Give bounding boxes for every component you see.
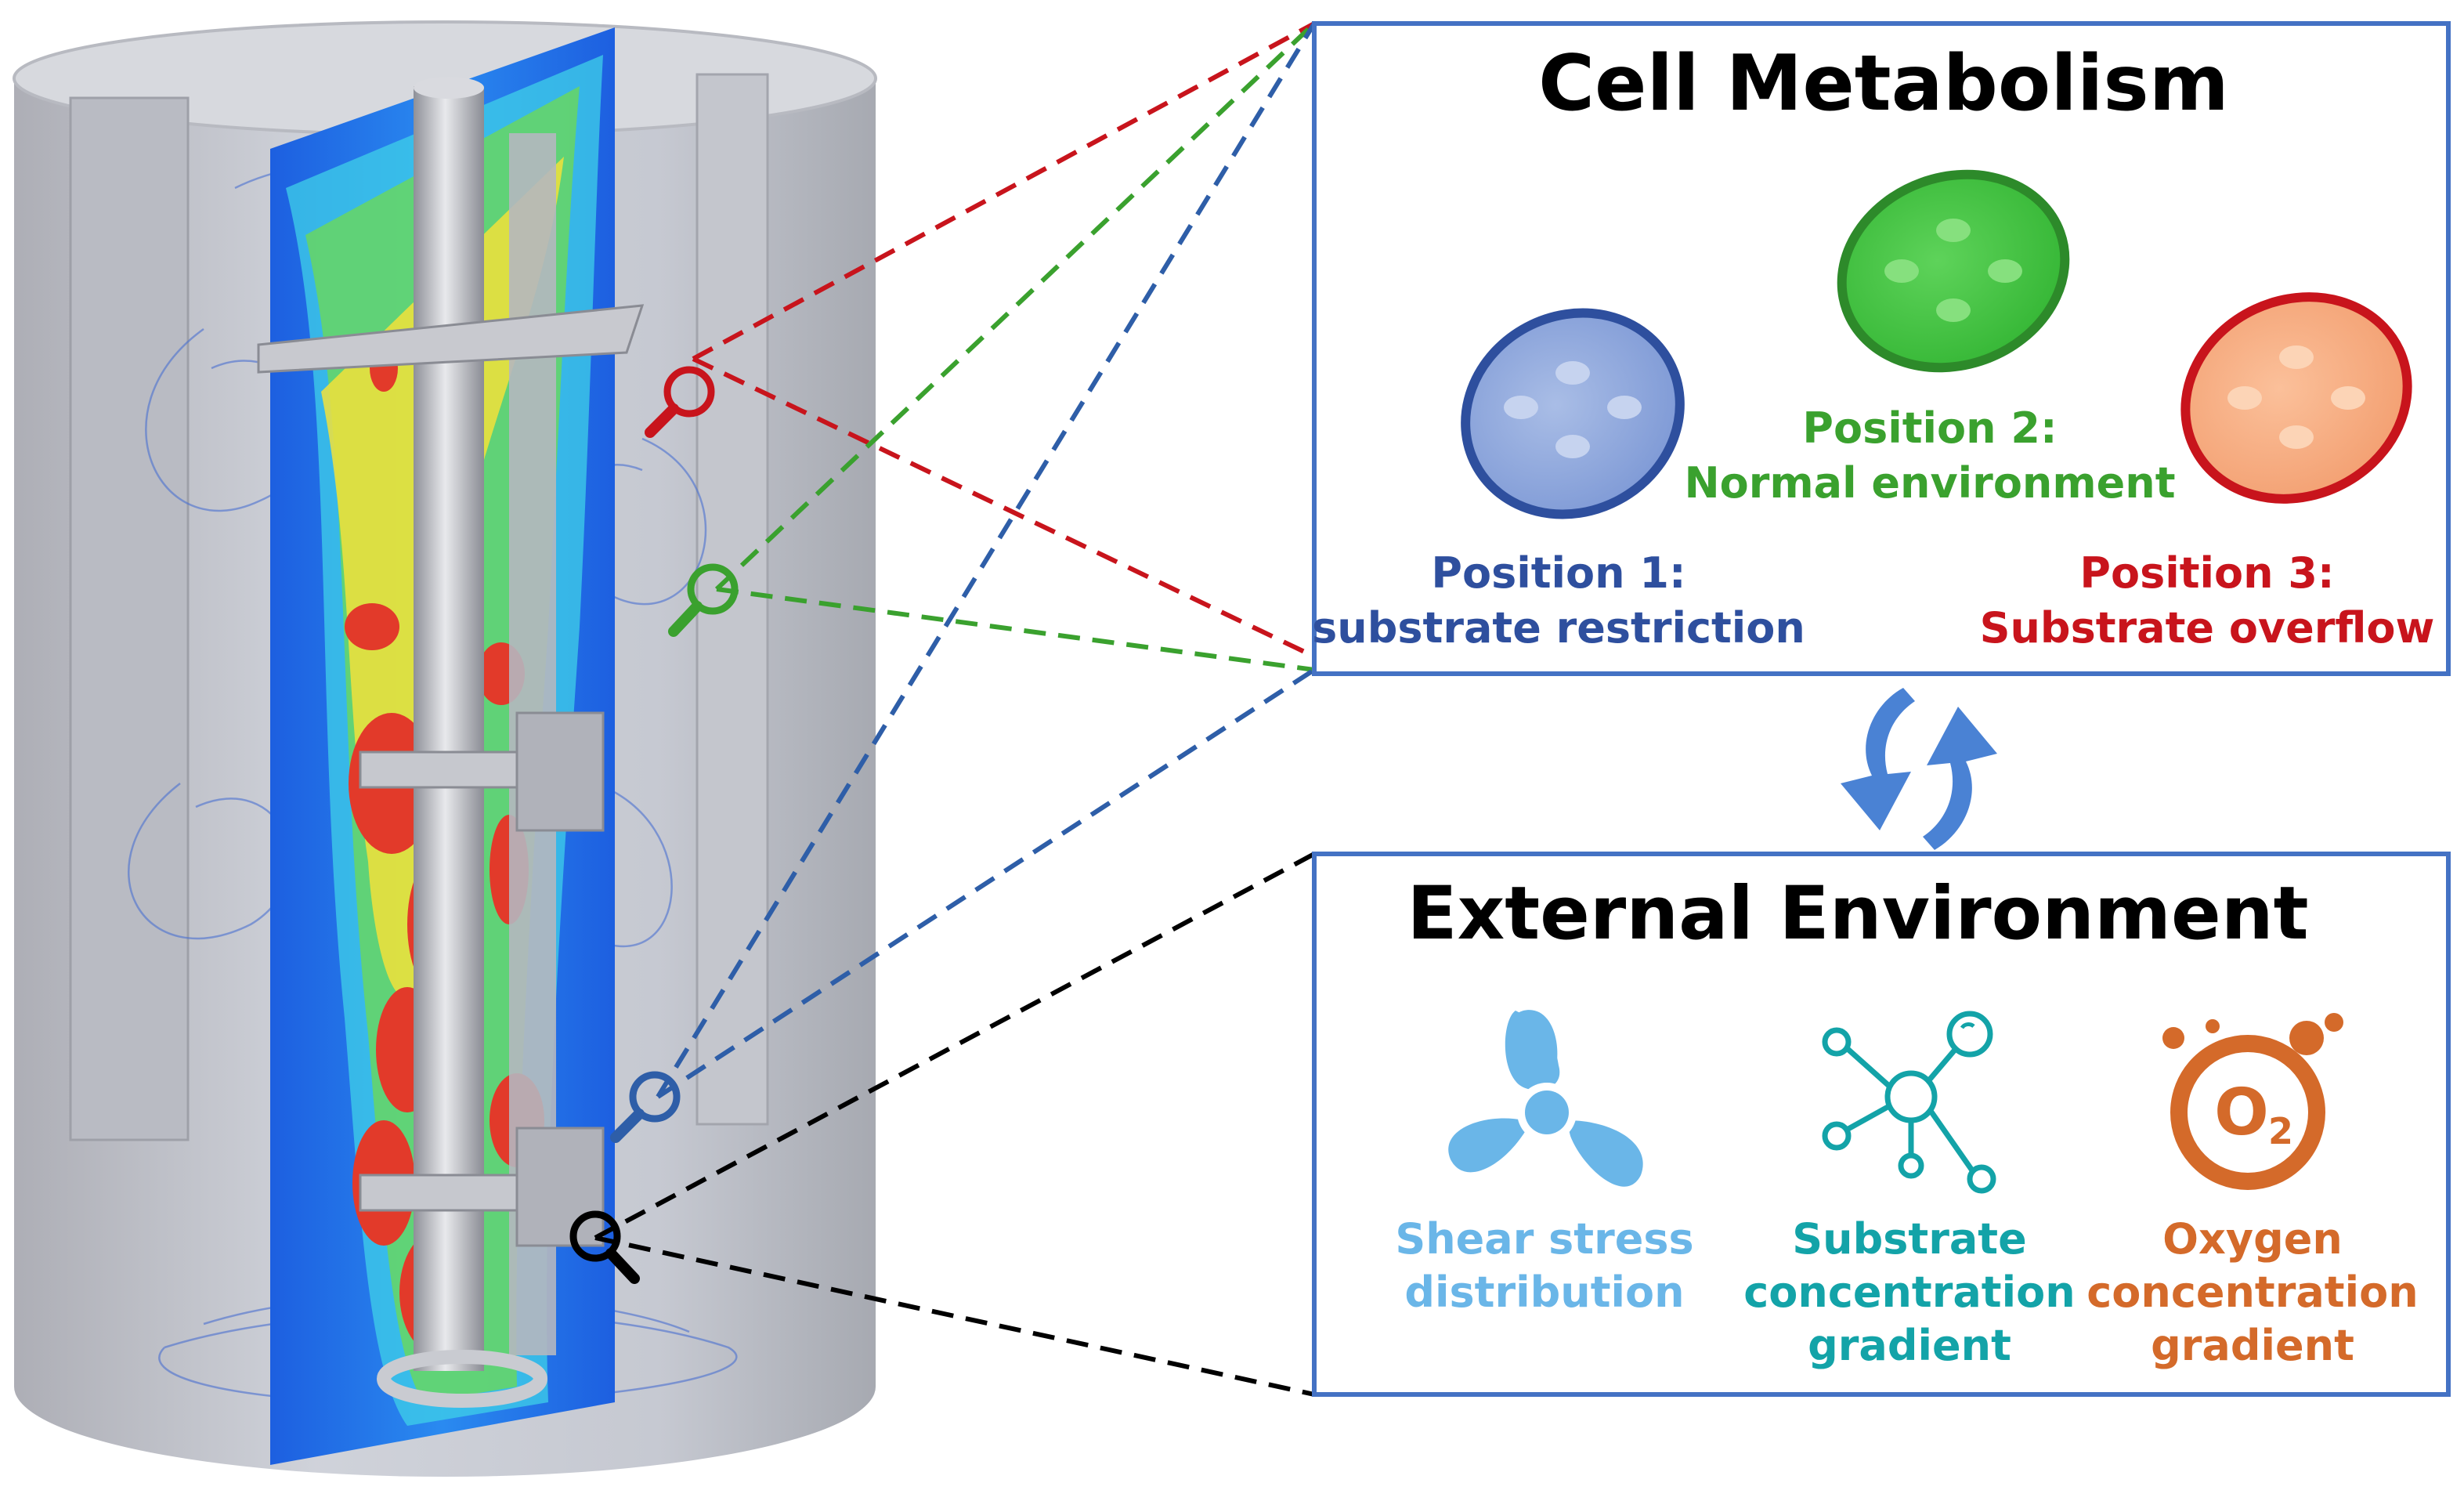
position-1-description: substrate restriction (1312, 603, 1805, 653)
impeller-shaft (257, 77, 645, 1408)
magnifier-blue-icon (610, 1071, 681, 1143)
ring-sparger (377, 1350, 547, 1408)
cell-metabolism-panel: Cell Metabolism Position 2: Normal (1312, 21, 2451, 676)
substrate-label-line3: gradient (1808, 1321, 2011, 1370)
fan-icon (1448, 1010, 1643, 1187)
substrate-label-line1: Substrate (1792, 1214, 2026, 1264)
shear-stress-label-line1: Shear stress (1395, 1214, 1693, 1264)
magnifier-green-icon (668, 563, 739, 637)
position-3-description: Substrate overflow (1980, 603, 2435, 653)
connector-lines (594, 21, 1317, 1397)
external-environment-panel: External Environment (1312, 852, 2451, 1397)
cell-blue-icon (1461, 308, 1685, 519)
impeller-middle (359, 750, 542, 789)
cell-green-icon (1837, 169, 2070, 373)
oxygen-label-line3: gradient (2151, 1321, 2354, 1370)
oxygen-label-line1: Oxygen (2162, 1214, 2343, 1264)
position-2-description: Normal environment (1684, 458, 2175, 508)
cell-metabolism-title: Cell Metabolism (1538, 39, 2229, 128)
baffle-right (695, 73, 769, 1126)
position-2-label: Position 2: (1802, 403, 2057, 453)
molecule-icon (1822, 1011, 1996, 1194)
svg-text:O: O (2214, 1076, 2269, 1150)
baffle-left (69, 96, 190, 1141)
position-1-label: Position 1: (1431, 548, 1685, 598)
substrate-label-line2: concentration (1743, 1268, 2075, 1317)
oxygen-icon: O 2 (2162, 1013, 2343, 1190)
impeller-top (257, 304, 645, 374)
external-environment-title: External Environment (1407, 871, 2308, 957)
svg-text:2: 2 (2268, 1110, 2293, 1152)
cell-orange-icon (2180, 292, 2412, 504)
exchange-arrows-icon (1841, 688, 1997, 850)
magnifier-black-icon (569, 1210, 640, 1284)
oxygen-label-line2: concentration (2086, 1268, 2418, 1317)
magnifier-red-icon (645, 366, 715, 438)
position-3-label: Position 3: (2079, 548, 2334, 598)
shear-stress-label-line2: distribution (1404, 1268, 1684, 1317)
